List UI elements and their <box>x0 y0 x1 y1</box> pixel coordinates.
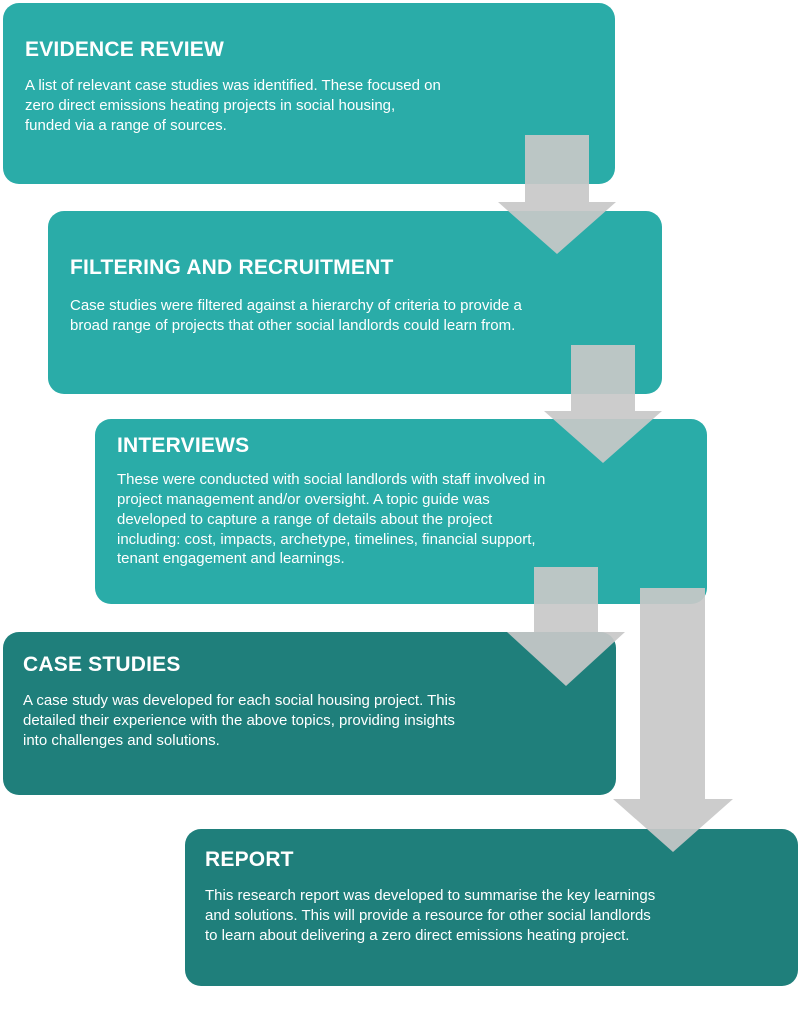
step-interviews: INTERVIEWS These were conducted with soc… <box>95 419 707 604</box>
step-description: A list of relevant case studies was iden… <box>25 77 441 134</box>
step-description: A case study was developed for each soci… <box>23 692 456 749</box>
step-report: REPORT This research report was develope… <box>185 829 798 986</box>
arrow-interviews-to-report <box>613 588 733 852</box>
step-description: This research report was developed to su… <box>205 887 656 944</box>
step-case-studies: CASE STUDIES A case study was developed … <box>3 632 616 795</box>
step-title: EVIDENCE REVIEW <box>25 38 225 61</box>
step-title: REPORT <box>205 848 294 871</box>
step-evidence-review: EVIDENCE REVIEW A list of relevant case … <box>3 3 615 184</box>
step-title: INTERVIEWS <box>117 434 250 457</box>
step-filtering-and-recruitment: FILTERING AND RECRUITMENT Case studies w… <box>48 211 662 394</box>
step-description: These were conducted with social landlor… <box>117 471 546 568</box>
step-title: CASE STUDIES <box>23 653 181 676</box>
step-title: FILTERING AND RECRUITMENT <box>70 256 394 279</box>
step-description: Case studies were filtered against a hie… <box>70 297 522 334</box>
